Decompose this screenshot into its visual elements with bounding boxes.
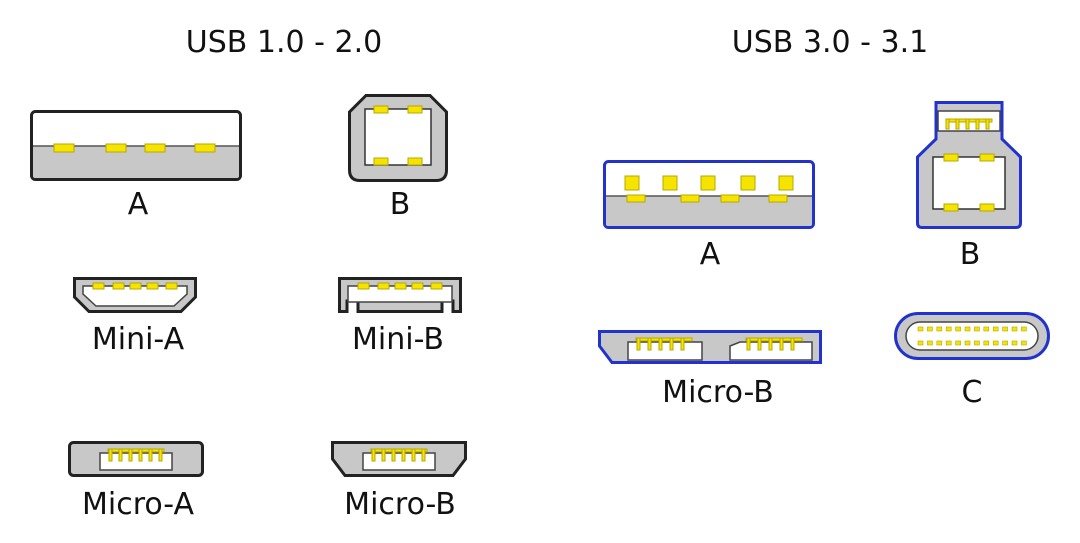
usb3-micro-b-pins-right bbox=[745, 337, 803, 351]
usb3-type-a-connector bbox=[603, 160, 815, 229]
type-c-contact-pad bbox=[992, 340, 999, 346]
usb3-c-label: C bbox=[961, 375, 983, 410]
type-c-contact-pad bbox=[974, 326, 980, 332]
type-c-contact-pad bbox=[936, 340, 943, 346]
usb2-mini-b-pins bbox=[357, 282, 443, 290]
usb3-a-pins bbox=[624, 175, 794, 203]
usb2-type-b-connector bbox=[348, 94, 448, 182]
type-c-contact-pad bbox=[983, 340, 990, 346]
type-c-contact-pad bbox=[964, 340, 971, 346]
usb3-a-label: A bbox=[699, 237, 721, 272]
type-c-contact-pad bbox=[927, 340, 933, 346]
usb2-mini-a-pins bbox=[92, 282, 178, 290]
usb2-b-pins bbox=[373, 105, 423, 166]
usb2-mini-a-connector bbox=[73, 277, 197, 313]
type-c-contact-pad bbox=[955, 326, 961, 332]
type-c-contact-pad bbox=[992, 326, 999, 332]
type-c-contact-pad bbox=[927, 326, 933, 332]
type-c-contact-pad bbox=[1021, 340, 1027, 346]
type-c-contact-pad bbox=[1021, 326, 1027, 332]
usb3-b-label: B bbox=[959, 237, 981, 272]
usb3-b-pins bbox=[943, 153, 995, 212]
type-c-contact-pad bbox=[974, 340, 980, 346]
usb2-micro-b-label: Micro-B bbox=[344, 487, 456, 522]
usb2-micro-a-pins bbox=[107, 448, 165, 462]
type-c-contact-pad bbox=[964, 326, 971, 332]
type-c-contact-pad bbox=[917, 326, 924, 332]
type-c-contact-pad bbox=[917, 340, 924, 346]
usb2-heading: USB 1.0 - 2.0 bbox=[185, 25, 383, 60]
type-c-contact-pad bbox=[955, 340, 961, 346]
type-c-contact-pad bbox=[1011, 326, 1018, 332]
usb2-micro-b-connector bbox=[331, 441, 467, 477]
usb3-micro-b-pins-left bbox=[635, 337, 693, 351]
usb2-type-a-connector bbox=[30, 110, 242, 181]
type-c-contact-pad bbox=[1002, 340, 1008, 346]
usb2-mini-a-label: Mini-A bbox=[91, 322, 185, 357]
usb2-b-label: B bbox=[389, 187, 411, 222]
usb3-type-b-connector bbox=[916, 101, 1022, 229]
type-c-contact-pad bbox=[1002, 326, 1008, 332]
usb3-micro-b-connector bbox=[598, 330, 822, 364]
usb2-mini-b-label: Mini-B bbox=[352, 322, 444, 357]
usb3-micro-b-label: Micro-B bbox=[662, 375, 774, 410]
type-c-contact-pad bbox=[945, 326, 952, 332]
usb-type-c-connector bbox=[894, 312, 1050, 360]
usb2-micro-b-pins bbox=[370, 448, 428, 462]
usb2-a-label: A bbox=[127, 187, 149, 222]
usb2-micro-a-connector bbox=[68, 441, 204, 477]
type-c-contact-pad bbox=[945, 340, 952, 346]
usb2-a-pins bbox=[53, 143, 216, 153]
usb3-heading: USB 3.0 - 3.1 bbox=[731, 25, 929, 60]
usb2-mini-b-connector bbox=[338, 277, 462, 313]
type-c-contact-pad bbox=[936, 326, 943, 332]
usb3-b-top-pins bbox=[945, 118, 993, 130]
usb2-micro-a-label: Micro-A bbox=[82, 487, 194, 522]
usb-type-c-pins bbox=[917, 326, 1027, 346]
type-c-contact-pad bbox=[1011, 340, 1018, 346]
type-c-contact-pad bbox=[983, 326, 990, 332]
